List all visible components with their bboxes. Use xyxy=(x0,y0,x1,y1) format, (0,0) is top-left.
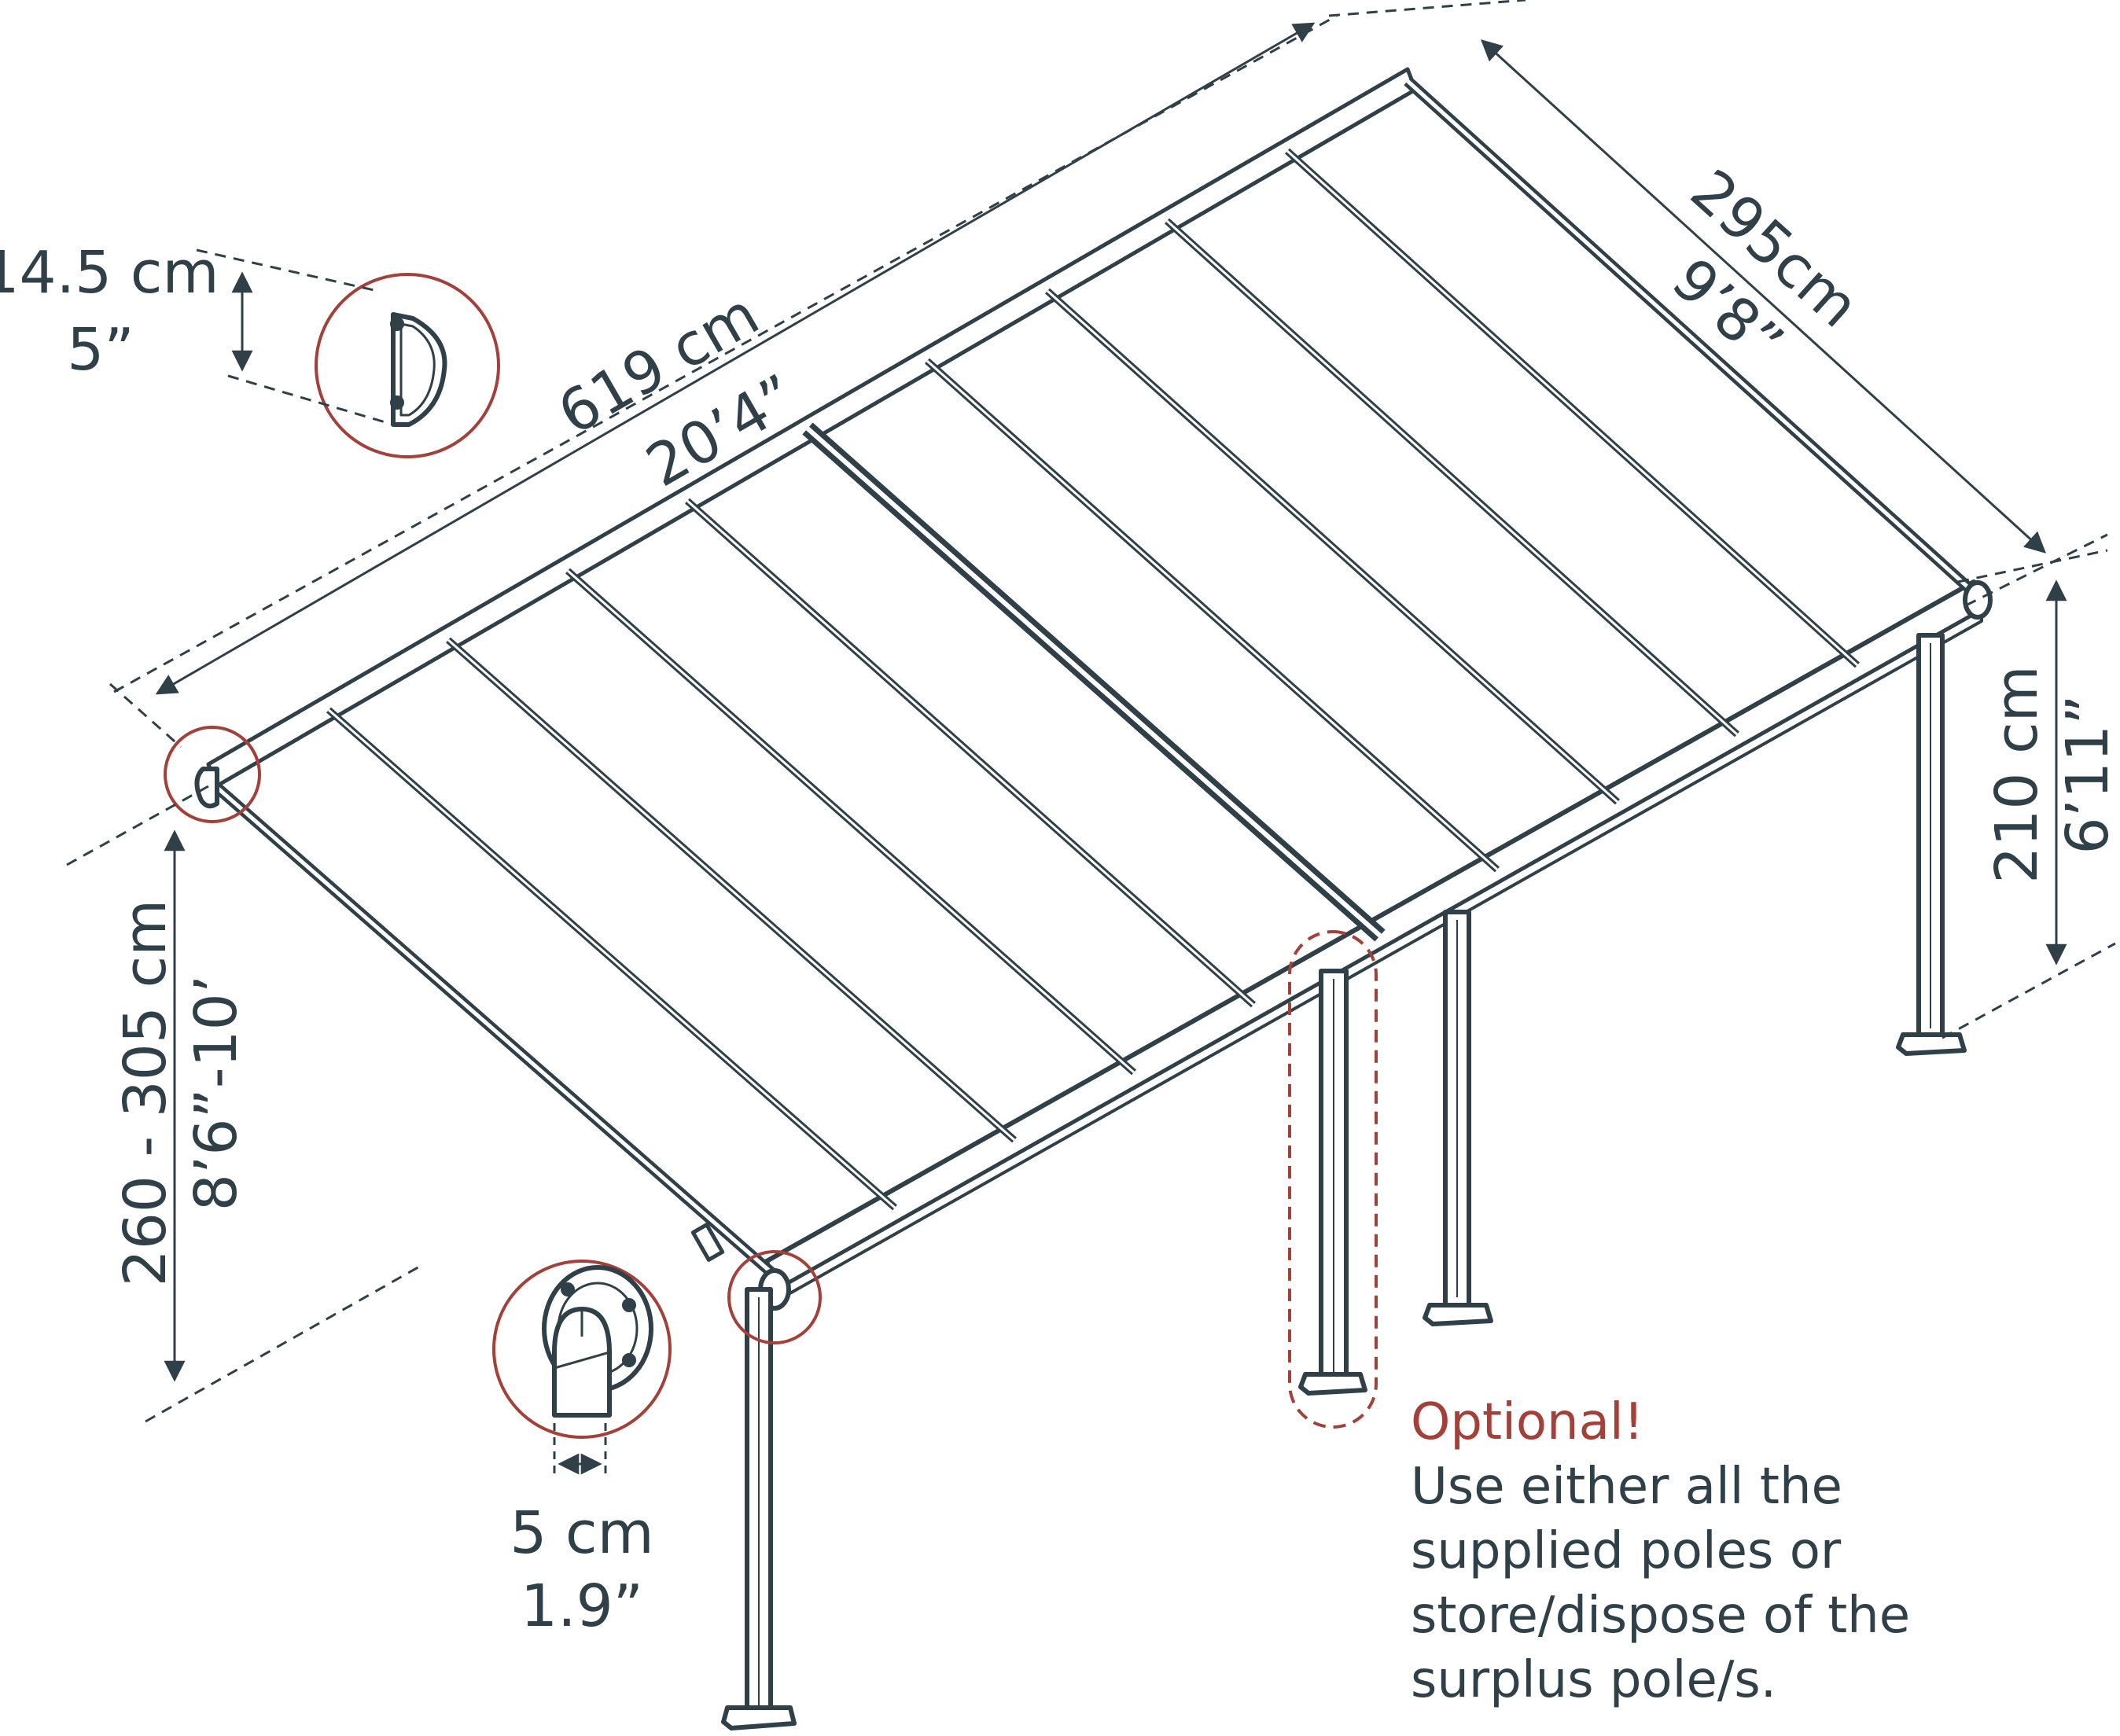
pole-front-right xyxy=(1896,633,1967,1056)
note-line-2: supplied poles or xyxy=(1411,1522,1842,1580)
left-rafter xyxy=(204,775,778,1280)
wall-height-imperial-label: 8’6”-10’ xyxy=(182,975,250,1211)
poles xyxy=(721,633,1967,1730)
wall-bracket xyxy=(690,1223,725,1262)
front-height-imperial-label: 6’11” xyxy=(2054,694,2120,854)
pergola-roof-icon xyxy=(194,67,1993,1311)
pole-bracket-icon xyxy=(542,1265,653,1418)
optional-pole-note: Optional! Use either all the supplied po… xyxy=(1411,1390,2103,1712)
pole-optional xyxy=(1298,969,1367,1396)
pole-front-left xyxy=(721,1287,797,1730)
optional-pole-highlight xyxy=(1288,930,1378,1429)
detail-circle-front-end xyxy=(727,1250,822,1344)
front-height-metric-label: 210 cm xyxy=(1983,665,2051,884)
gutter-profile-detail xyxy=(315,273,500,458)
front-right-end-cap xyxy=(1963,580,1993,620)
dimension-lines xyxy=(66,0,2116,1478)
pole-middle xyxy=(1423,910,1493,1326)
pole-bracket-detail xyxy=(492,1260,672,1439)
note-line-3: store/dispose of the xyxy=(1411,1587,1911,1645)
gutter-profile-metric-label: 14.5 cm xyxy=(0,239,219,307)
pole-width-imperial-label: 1.9” xyxy=(521,1572,643,1640)
gutter-profile-imperial-label: 5” xyxy=(67,316,134,384)
note-line-4: surplus pole/s. xyxy=(1411,1651,1777,1709)
wall-height-metric-label: 260 - 305 cm xyxy=(112,899,179,1287)
pole-width-metric-label: 5 cm xyxy=(510,1499,653,1567)
note-line-1: Use either all the xyxy=(1411,1458,1842,1516)
note-title: Optional! xyxy=(1411,1393,1644,1451)
detail-circle-wall-end xyxy=(164,726,261,823)
